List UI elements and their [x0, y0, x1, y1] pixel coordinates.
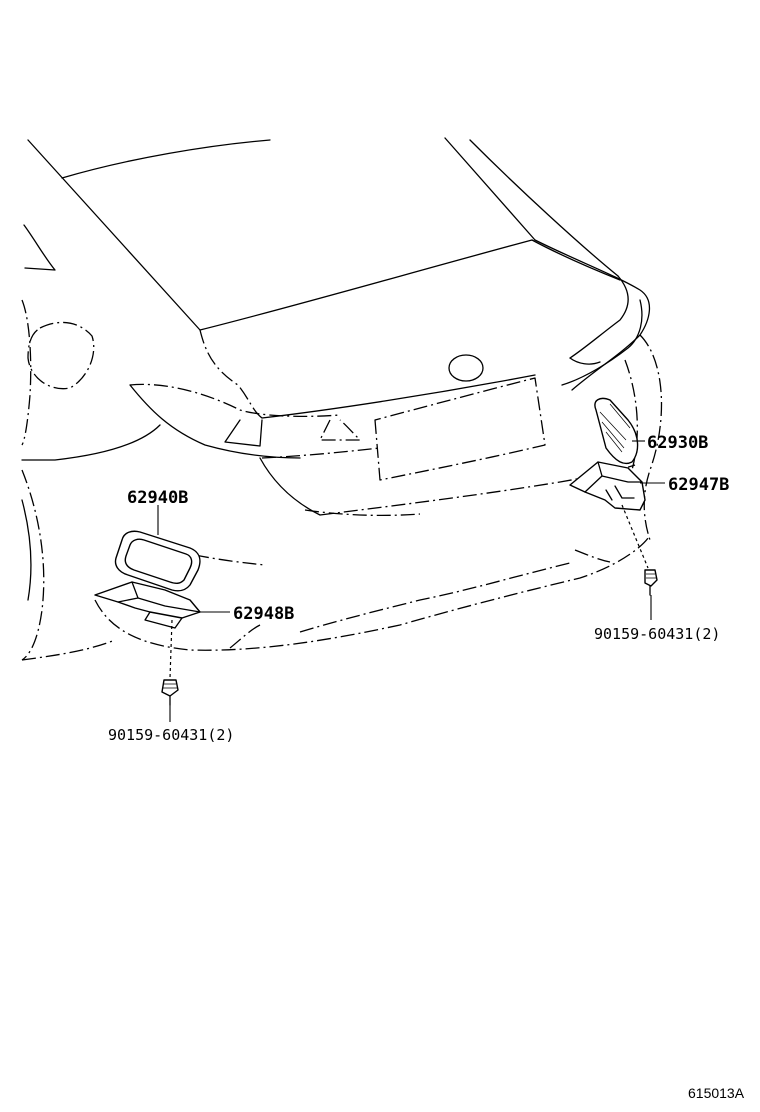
leader-lines: [157, 440, 665, 722]
label-62947b[interactable]: 62947B: [668, 475, 729, 495]
label-62940b[interactable]: 62940B: [127, 488, 188, 508]
vehicle-body-outline: [21, 137, 663, 661]
label-bolt-left[interactable]: 90159-60431(2): [108, 726, 234, 744]
bracket-right-part[interactable]: [569, 461, 646, 511]
bolt-right[interactable]: [621, 504, 658, 596]
reflector-left-part[interactable]: [114, 530, 201, 592]
bracket-left-part[interactable]: [94, 581, 201, 629]
label-62930b[interactable]: 62930B: [647, 433, 708, 453]
reflector-right-part[interactable]: [594, 397, 639, 465]
figure-code: 615013A: [688, 1085, 745, 1101]
bolt-left[interactable]: [161, 619, 179, 706]
label-bolt-right[interactable]: 90159-60431(2): [594, 625, 720, 643]
label-62948b[interactable]: 62948B: [233, 604, 294, 624]
